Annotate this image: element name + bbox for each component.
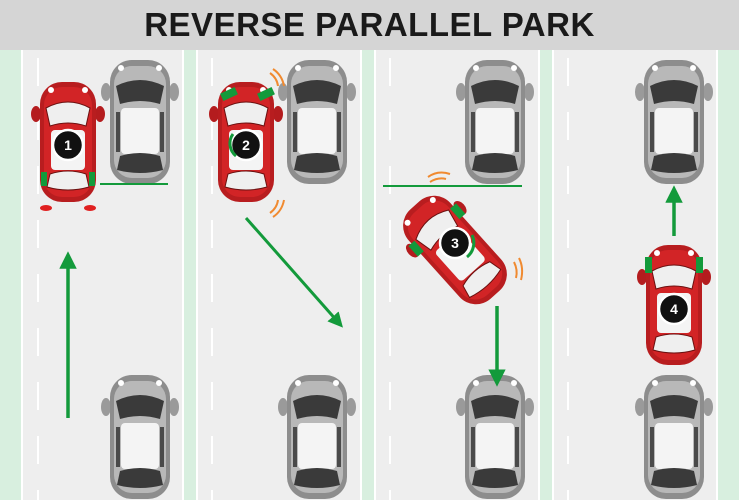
parked-car-front bbox=[456, 60, 534, 184]
parked-car-rear bbox=[456, 375, 534, 499]
step-4-panel: 4 bbox=[635, 60, 713, 499]
turn-signal-icon bbox=[269, 68, 285, 218]
step-badge bbox=[51, 128, 85, 162]
step-number: 1 bbox=[64, 137, 72, 153]
parked-car-rear bbox=[278, 375, 356, 499]
curb-strip bbox=[0, 50, 22, 500]
parked-car-front bbox=[101, 60, 179, 184]
parked-car-rear bbox=[101, 375, 179, 499]
brake-light bbox=[84, 205, 96, 211]
step-badge bbox=[657, 292, 691, 326]
lane-markings bbox=[37, 58, 569, 500]
parked-car-front bbox=[635, 60, 713, 184]
step-2-panel: 2 bbox=[208, 60, 356, 499]
step-badge bbox=[438, 226, 472, 260]
red-car bbox=[636, 244, 712, 366]
step-number: 3 bbox=[451, 235, 459, 251]
wheel-turn-icon bbox=[465, 234, 476, 259]
reverse-angle-arrow bbox=[244, 217, 343, 328]
wheel-turn-icon bbox=[228, 133, 238, 158]
step-1-panel: 1 bbox=[30, 60, 179, 499]
red-car bbox=[30, 81, 106, 211]
curb-strip bbox=[717, 50, 739, 500]
parked-car-front bbox=[278, 60, 356, 184]
brake-light bbox=[40, 205, 52, 211]
red-car bbox=[208, 81, 284, 203]
parking-diagram: 1 2 bbox=[0, 50, 739, 500]
diagram-title: REVERSE PARALLEL PARK bbox=[144, 6, 595, 43]
step-3-panel: 3 bbox=[383, 60, 534, 499]
step-number: 4 bbox=[670, 301, 678, 317]
curb-lines bbox=[21, 50, 718, 500]
curb-strip bbox=[183, 50, 197, 500]
curb-strip bbox=[361, 50, 375, 500]
parked-car-rear bbox=[635, 375, 713, 499]
turn-signal-icon bbox=[427, 171, 524, 281]
title-bar: REVERSE PARALLEL PARK bbox=[0, 0, 739, 50]
red-car bbox=[386, 180, 524, 320]
curb-strip bbox=[539, 50, 553, 500]
step-number: 2 bbox=[242, 137, 250, 153]
